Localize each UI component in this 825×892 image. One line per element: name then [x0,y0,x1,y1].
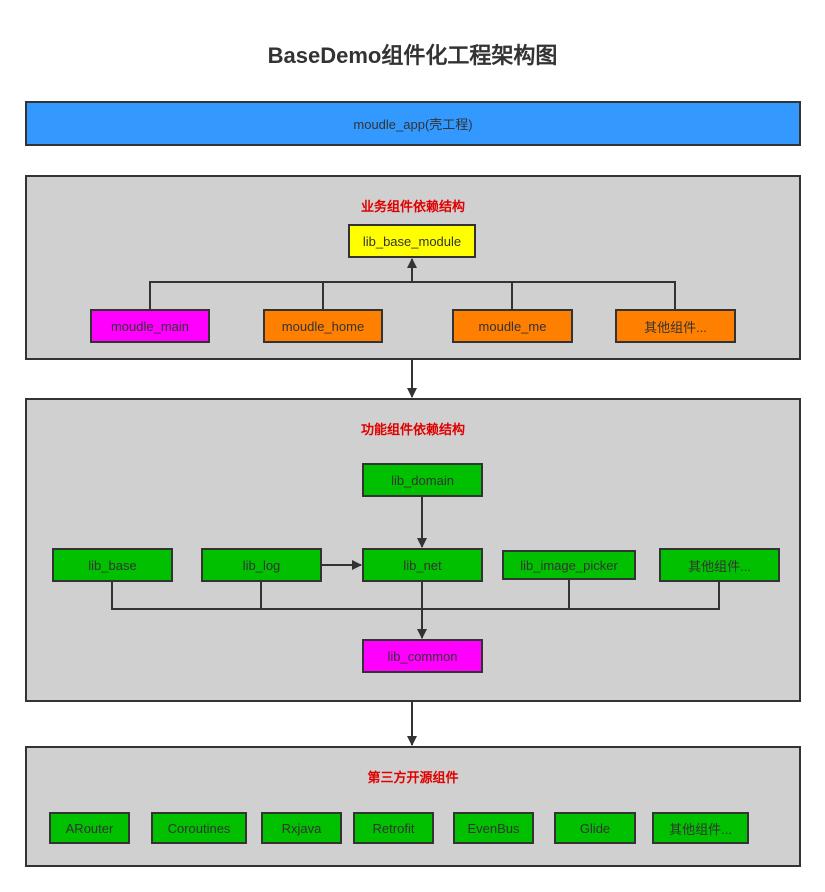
lib-net-label: lib_net [403,557,442,573]
glide-box: Glide [554,812,636,844]
business-panel-title: 业务组件依赖结构 [360,199,465,214]
lib-domain-label: lib_domain [391,472,454,488]
third-party-other-box: 其他组件... [652,812,749,844]
function-other-box: 其他组件... [659,548,780,582]
function-panel-title: 功能组件依赖结构 [360,422,465,437]
arouter-box: ARouter [49,812,130,844]
business-other-box: 其他组件... [615,309,736,343]
glide-label: Glide [579,820,611,836]
moudle-home-box: moudle_home [263,309,383,343]
moudle-me-label: moudle_me [478,318,547,334]
lib-base-module-box: lib_base_module [348,224,476,258]
retrofit-box: Retrofit [353,812,434,844]
coroutines-box: Coroutines [151,812,247,844]
lib-domain-box: lib_domain [362,463,483,497]
moudle-me-box: moudle_me [452,309,573,343]
retrofit-label: Retrofit [372,820,415,836]
rxjava-box: Rxjava [261,812,342,844]
shell-module-label: moudle_app(壳工程) [353,117,473,132]
lib-log-box: lib_log [201,548,322,582]
rxjava-label: Rxjava [281,820,322,836]
third-party-panel-title: 第三方开源组件 [367,770,459,785]
lib-log-label: lib_log [242,557,281,573]
business-other-label: 其他组件... [644,319,707,335]
evenbus-label: EvenBus [467,820,520,836]
moudle-home-label: moudle_home [281,318,365,334]
lib-image-picker-box: lib_image_picker [502,550,636,580]
third-party-other-label: 其他组件... [669,821,732,837]
shell-module-box: moudle_app(壳工程) [25,101,801,146]
lib-base-label: lib_base [88,557,137,573]
lib-image-picker-label: lib_image_picker [520,557,618,573]
coroutines-label: Coroutines [167,820,231,836]
lib-base-box: lib_base [52,548,173,582]
lib-net-box: lib_net [362,548,483,582]
lib-base-module-label: lib_base_module [362,233,462,249]
lib-common-label: lib_common [387,648,458,664]
diagram-title: BaseDemo组件化工程架构图 [267,43,558,68]
third-party-panel: 第三方开源组件 [25,746,801,867]
lib-common-box: lib_common [362,639,483,673]
evenbus-box: EvenBus [453,812,534,844]
function-other-label: 其他组件... [688,558,751,574]
arouter-label: ARouter [65,820,114,836]
moudle-main-box: moudle_main [90,309,210,343]
moudle-main-label: moudle_main [110,318,190,334]
